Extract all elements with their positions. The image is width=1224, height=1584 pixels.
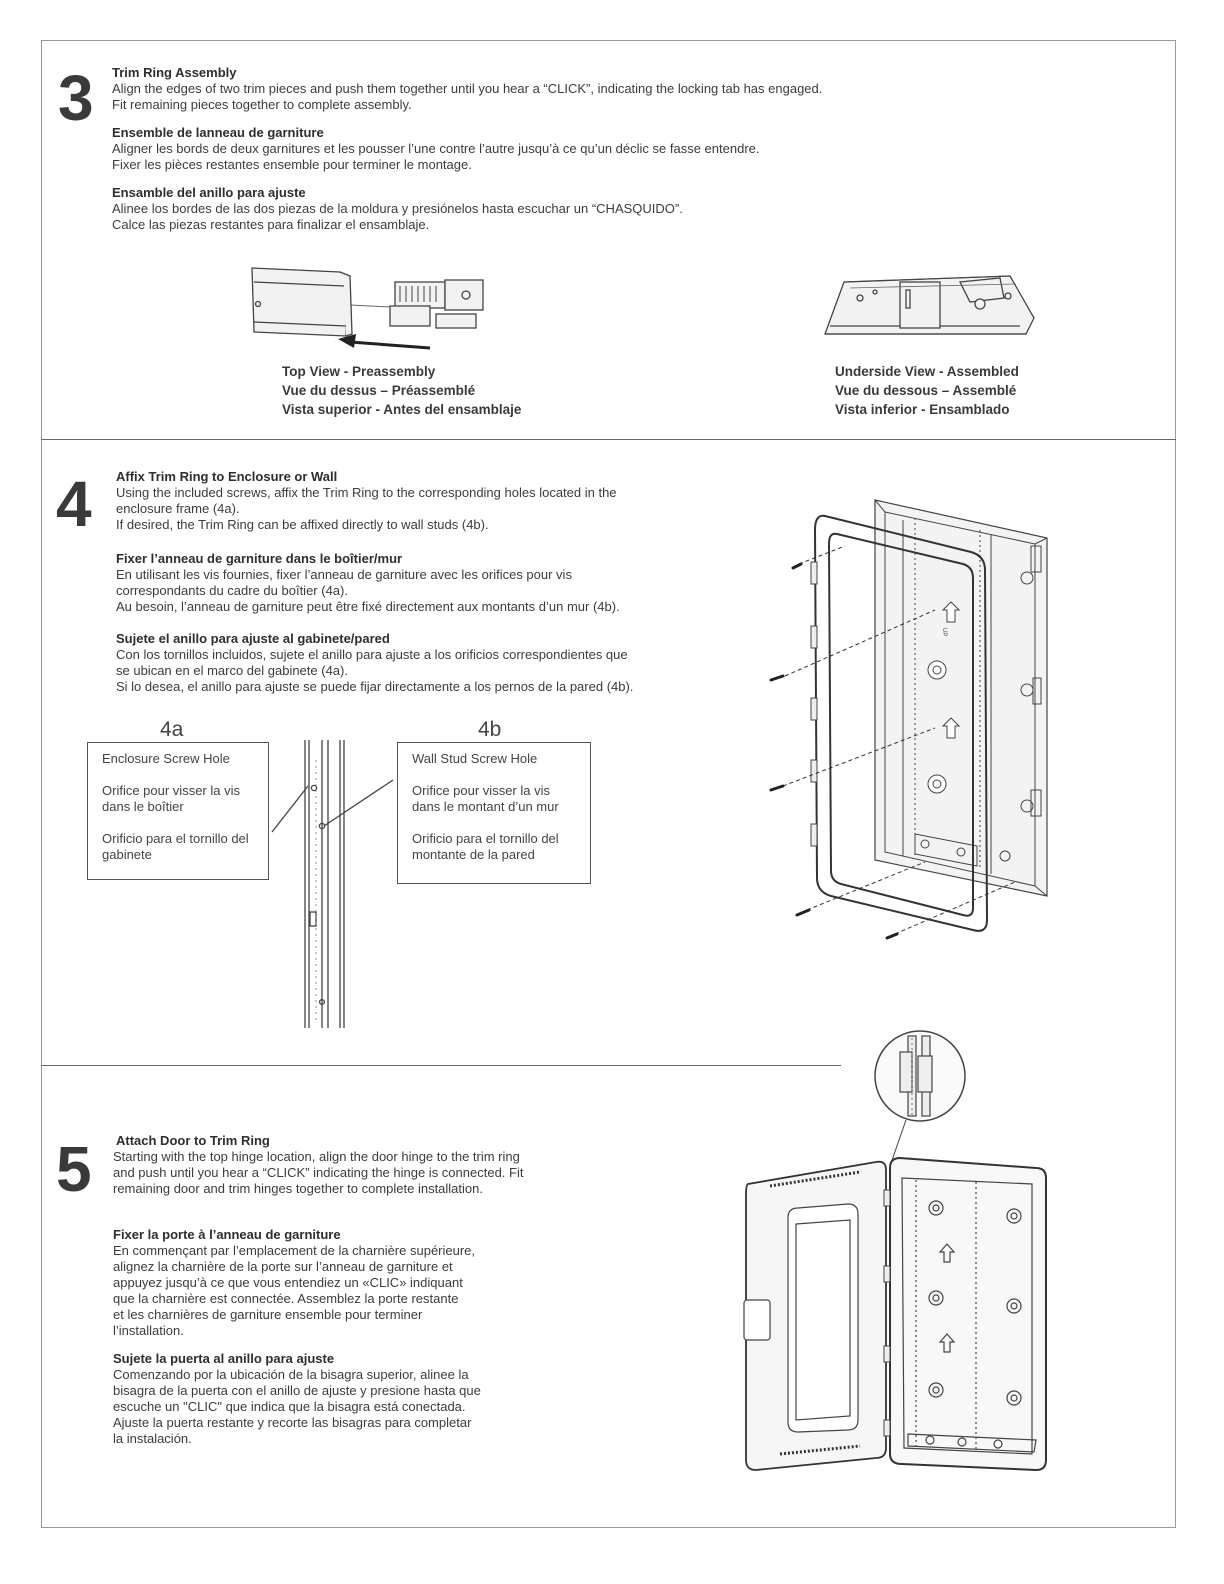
step5-title-en: Attach Door to Trim Ring	[116, 1133, 270, 1148]
divider-step3-step4	[41, 439, 1176, 440]
step5-title-es: Sujete la puerta al anillo para ajuste	[113, 1351, 335, 1366]
step5-en-line: and push until you hear a “CLICK” indica…	[113, 1165, 524, 1180]
trim-assembled-underside-illustration	[824, 275, 1035, 335]
callout-4a-fr: Orifice pour visser la vis dans le boîti…	[102, 783, 240, 814]
step3-text: Trim Ring Assembly Align the edges of tw…	[112, 65, 1012, 233]
step4-en-line: Using the included screws, affix the Tri…	[116, 485, 617, 500]
step3-en-line: Fit remaining pieces together to complet…	[112, 97, 412, 112]
frame-rail-detail-illustration	[271, 740, 394, 1028]
step3-title-fr: Ensemble de lanneau de garniture	[112, 125, 324, 140]
step4-title-es: Sujete el anillo para ajuste al gabinete…	[116, 631, 390, 646]
step4-fr-line: En utilisant les vis fournies, fixer l’a…	[116, 567, 572, 582]
trim-preassembly-illustration	[251, 267, 484, 350]
label-4a: 4a	[160, 718, 184, 741]
step-number-4: 4	[56, 468, 92, 540]
step5-fr-line: que la charnière est connectée. Assemble…	[113, 1291, 459, 1306]
door-trim-ring-illustration	[743, 1119, 1047, 1472]
step5-fr-line: En commençant par l’emplacement de la ch…	[113, 1243, 476, 1258]
step5-fr-line: et les charnières de garniture ensemble …	[113, 1307, 423, 1322]
step4-title-fr: Fixer l’anneau de garniture dans le boît…	[116, 551, 403, 566]
step4-fr-line: Au besoin, l’anneau de garniture peut êt…	[116, 599, 620, 614]
step4-en-line: If desired, the Trim Ring can be affixed…	[116, 517, 489, 532]
step3-fr-line: Aligner les bords de deux garnitures et …	[112, 141, 760, 156]
step5-fr-line: alignez la charnière de la porte sur l’a…	[113, 1259, 453, 1274]
step4-es-line: se ubican en el marco del gabinete (4a).	[116, 663, 348, 678]
step4-en-line: enclosure frame (4a).	[116, 501, 240, 516]
caption-line: Vista superior - Antes del ensamblaje	[282, 402, 522, 417]
caption-line: Top View - Preassembly	[282, 364, 436, 379]
callout-4a-es: Orificio para el tornillo del gabinete	[102, 831, 249, 862]
step5-en-line: Starting with the top hinge location, al…	[113, 1149, 520, 1164]
caption-line: Vue du dessous – Assemblé	[835, 383, 1017, 398]
step3-title-es: Ensamble del anillo para ajuste	[112, 185, 306, 200]
step4-text: Affix Trim Ring to Enclosure or Wall Usi…	[116, 469, 716, 695]
callout-4a-en: Enclosure Screw Hole	[102, 751, 230, 766]
divider-step4-step5	[41, 1065, 841, 1066]
step5-es-line: bisagra de la puerta con el anillo de aj…	[113, 1383, 481, 1398]
callout-4a-enclosure-screw-hole: Enclosure Screw Hole Orifice pour visser…	[87, 742, 269, 880]
step4-es-line: Si lo desea, el anillo para ajuste se pu…	[116, 679, 634, 694]
enclosure-trim-ring-illustration: UP	[769, 499, 1048, 940]
step5-es-line: la instalación.	[113, 1431, 192, 1446]
step4-title-en: Affix Trim Ring to Enclosure or Wall	[116, 469, 338, 484]
step5-es-line: Ajuste la puerta restante y recorte las …	[113, 1415, 472, 1430]
page-frame	[41, 40, 1176, 1528]
step-number-3: 3	[58, 62, 94, 134]
caption-line: Vue du dessus – Préassemblé	[282, 383, 476, 398]
step-number-5: 5	[56, 1133, 92, 1205]
callout-4b-fr: Orifice pour visser la vis dans le monta…	[412, 783, 559, 814]
step3-es-line: Calce las piezas restantes para finaliza…	[112, 217, 430, 232]
caption-line: Vista inferior - Ensamblado	[835, 402, 1010, 417]
step5-en-line: remaining door and trim hinges together …	[113, 1181, 483, 1196]
step5-es-line: escuche un "CLIC" que indica que la bisa…	[113, 1399, 466, 1414]
label-4b: 4b	[478, 718, 502, 741]
callout-4b-es: Orificio para el tornillo del montante d…	[412, 831, 559, 862]
step5-es-line: Comenzando por la ubicación de la bisagr…	[113, 1367, 469, 1382]
step5-fr-line: l’installation.	[113, 1323, 184, 1338]
step3-es-line: Alinee los bordes de las dos piezas de l…	[112, 201, 683, 216]
underside-view-caption: Underside View - Assembled Vue du dessou…	[835, 362, 1019, 419]
step3-title-en: Trim Ring Assembly	[112, 65, 237, 80]
callout-4b-wall-stud-screw-hole: Wall Stud Screw Hole Orifice pour visser…	[397, 742, 591, 884]
step5-title-fr: Fixer la porte à l’anneau de garniture	[113, 1227, 341, 1242]
callout-4b-en: Wall Stud Screw Hole	[412, 751, 538, 766]
step3-fr-line: Fixer les pièces restantes ensemble pour…	[112, 157, 472, 172]
step5-text: Attach Door to Trim Ring Starting with t…	[113, 1133, 583, 1447]
hinge-detail-illustration	[874, 1030, 966, 1122]
step5-fr-line: appuyez jusqu’à ce que vous entendiez un…	[113, 1275, 463, 1290]
step3-en-line: Align the edges of two trim pieces and p…	[112, 81, 823, 96]
step4-es-line: Con los tornillos incluidos, sujete el a…	[116, 647, 628, 662]
top-view-caption: Top View - Preassembly Vue du dessus – P…	[282, 362, 521, 419]
step4-fr-line: correspondants du cadre du boîtier (4a).	[116, 583, 348, 598]
caption-line: Underside View - Assembled	[835, 364, 1019, 379]
up-marker: UP	[941, 628, 947, 636]
